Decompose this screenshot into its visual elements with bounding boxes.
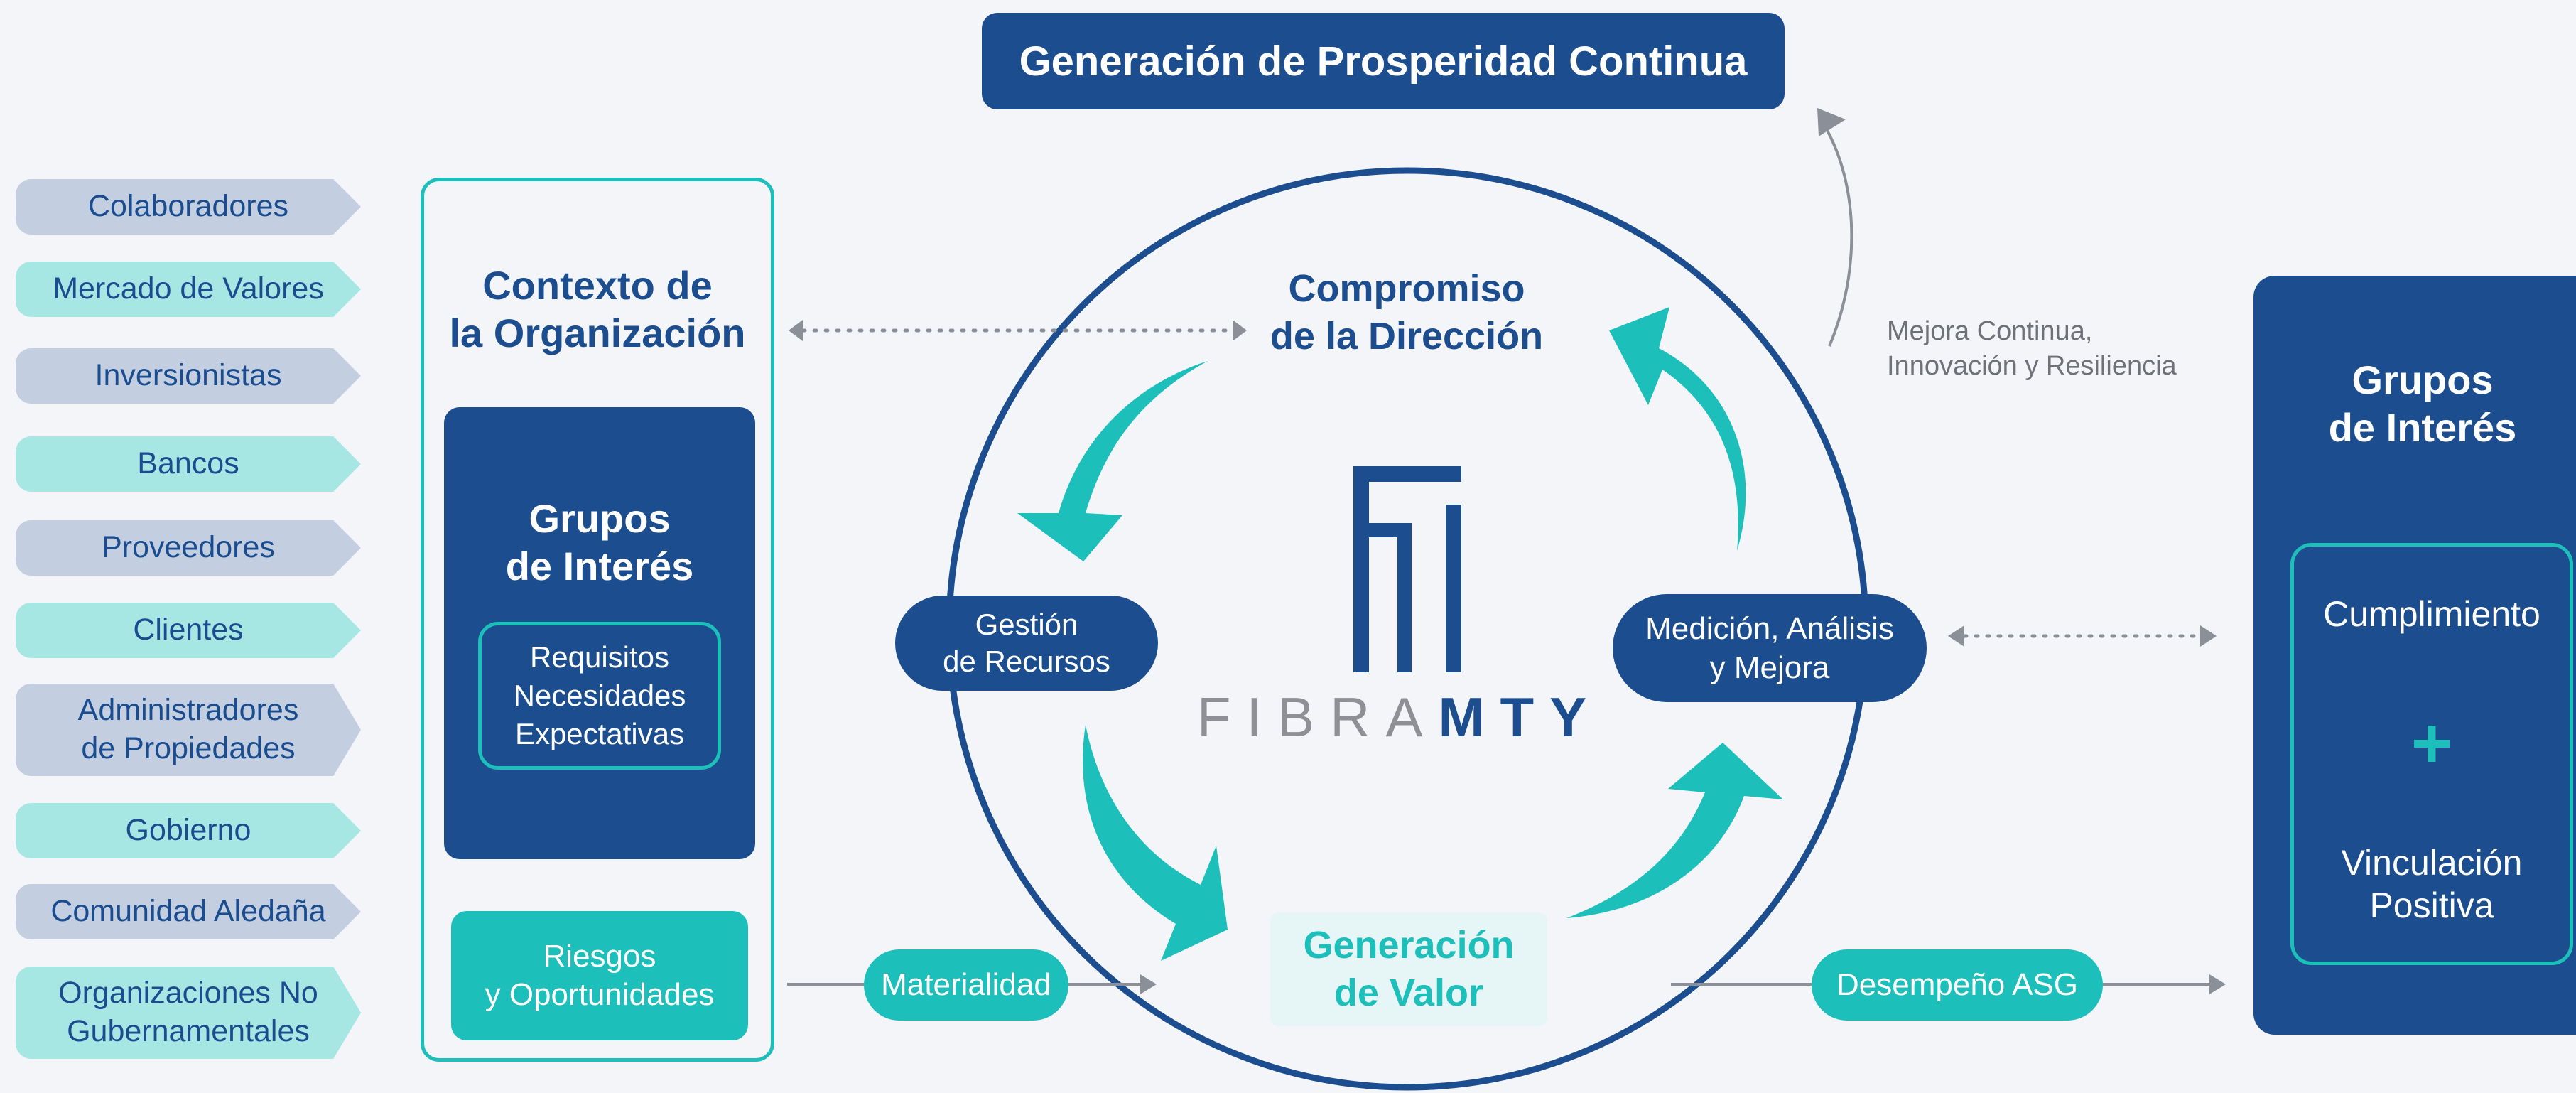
stakeholder-tag: Bancos	[16, 436, 361, 492]
logo-text-light: FIBRA	[1196, 685, 1439, 748]
stakeholder-tag: Administradores de Propiedades	[16, 684, 361, 776]
positive-engagement-label: Vinculación Positiva	[2341, 843, 2523, 925]
cycle-arrow-bottom-left	[1083, 725, 1228, 961]
dotted-connector-left	[789, 320, 1247, 341]
context-stakeholders-box: Grupos de Interés Requisitos Necesidades…	[444, 407, 755, 859]
improvement-arrow	[1817, 108, 1853, 347]
cycle-bottom-label: Generación de Valor	[1270, 912, 1547, 1026]
dotted-connector-right	[1948, 625, 2217, 647]
right-panel-box: Cumplimiento + Vinculación Positiva	[2290, 543, 2573, 965]
cycle-arrow-bottom-right	[1566, 743, 1783, 918]
fibramty-logo-mark	[1353, 466, 1461, 672]
context-title: Contexto de la Organización	[449, 262, 746, 355]
plus-icon: +	[2410, 703, 2453, 783]
requirements-box: Requisitos Necesidades Expectativas	[478, 622, 721, 770]
stakeholder-tag: Organizaciones No Gubernamentales	[16, 967, 361, 1059]
cycle-arrow-top-left	[1017, 361, 1208, 561]
stakeholder-tag: Mercado de Valores	[16, 262, 361, 317]
right-stakeholders-panel: Grupos de Interés Cumplimiento + Vincula…	[2253, 276, 2576, 1035]
stakeholder-tag: Comunidad Aledaña	[16, 884, 361, 939]
stakeholder-tag: Inversionistas	[16, 348, 361, 404]
improvement-note: Mejora Continua, Innovación y Resilienci…	[1887, 316, 2177, 382]
top-banner: Generación de Prosperidad Continua	[982, 13, 1785, 109]
top-banner-text: Generación de Prosperidad Continua	[1019, 38, 1748, 85]
compliance-label: Cumplimiento	[2323, 594, 2540, 634]
esg-performance-pill: Desempeño ASG	[1812, 949, 2103, 1021]
stakeholder-tag: Proveedores	[16, 520, 361, 576]
stakeholder-tag: Gobierno	[16, 803, 361, 858]
stakeholder-tag: Colaboradores	[16, 179, 361, 235]
risks-box: Riesgos y Oportunidades	[451, 911, 748, 1040]
cycle-right-label: Medición, Análisis y Mejora	[1613, 594, 1927, 702]
cycle-top-label: Compromiso de la Dirección	[1270, 266, 1544, 358]
logo-text-bold: MTY	[1438, 685, 1603, 748]
cycle-arrow-top-right	[1609, 307, 1746, 551]
context-stakeholders-title: Grupos de Interés	[505, 495, 694, 588]
cycle-left-label: Gestión de Recursos	[895, 596, 1158, 691]
context-panel: Contexto de la Organización Grupos de In…	[421, 178, 774, 1062]
stakeholder-tag: Clientes	[16, 603, 361, 658]
materiality-pill: Materialidad	[864, 949, 1068, 1021]
fibramty-logo-text: FIBRA MTY	[1197, 685, 1598, 749]
right-panel-title: Grupos de Interés	[2328, 357, 2517, 450]
